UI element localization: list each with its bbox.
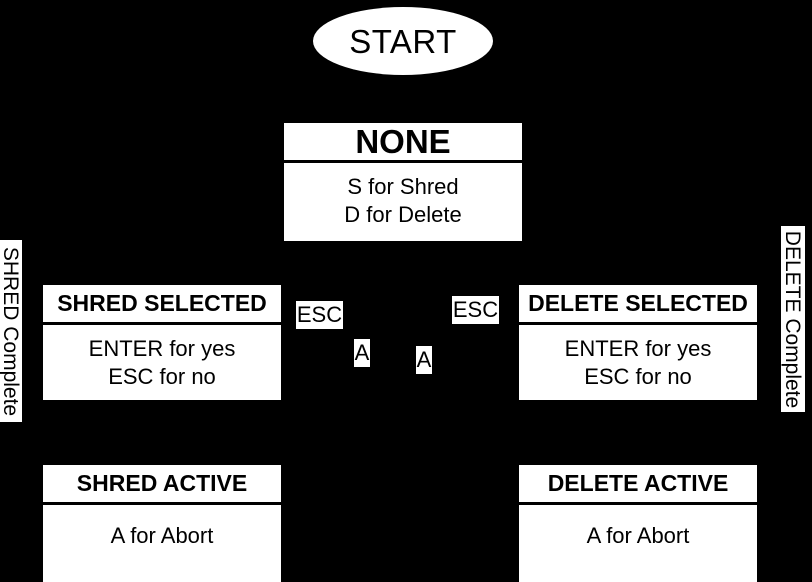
- state-node-none-header: NONE: [284, 123, 522, 163]
- state-node-none-title: NONE: [355, 123, 451, 160]
- state-node-shred-active-body: A for Abort: [43, 505, 281, 582]
- edge-label-abort-left: A: [354, 339, 370, 367]
- state-node-delete-active-body: A for Abort: [519, 505, 757, 582]
- edge-label-shred-complete: SHRED Complete: [0, 240, 22, 422]
- state-node-none-body: S for Shred D for Delete: [284, 163, 522, 241]
- edge-label-abort-right: A: [416, 346, 432, 374]
- state-node-delete-active[interactable]: DELETE ACTIVE A for Abort: [519, 465, 757, 582]
- state-node-shred-active-title: SHRED ACTIVE: [76, 470, 248, 496]
- edge-label-esc-left: ESC: [296, 301, 343, 329]
- edge-label-esc-right: ESC: [452, 296, 499, 324]
- state-node-delete-active-header: DELETE ACTIVE: [519, 465, 757, 505]
- edge-label-esc-left-text: ESC: [296, 302, 343, 328]
- state-node-shred-selected-body: ENTER for yes ESC for no: [43, 325, 281, 400]
- state-node-delete-selected-line-1: ENTER for yes: [564, 336, 712, 361]
- state-node-start[interactable]: START: [313, 7, 493, 75]
- state-node-shred-selected-line-1: ENTER for yes: [88, 336, 236, 361]
- state-node-delete-selected-header: DELETE SELECTED: [519, 285, 757, 325]
- state-node-none[interactable]: NONE S for Shred D for Delete: [284, 123, 522, 241]
- state-node-none-line-1: S for Shred: [347, 174, 459, 199]
- state-node-start-label: START: [349, 22, 457, 60]
- edge-label-delete-complete-text: DELETE Complete: [781, 230, 805, 408]
- edge-label-esc-right-text: ESC: [452, 297, 499, 323]
- edge-label-delete-complete: DELETE Complete: [781, 226, 805, 412]
- state-node-none-line-2: D for Delete: [344, 202, 462, 227]
- state-node-delete-active-title: DELETE ACTIVE: [547, 470, 729, 496]
- edge-label-abort-left-text: A: [354, 340, 370, 366]
- state-node-delete-selected[interactable]: DELETE SELECTED ENTER for yes ESC for no: [519, 285, 757, 400]
- state-node-delete-active-line-1: A for Abort: [586, 523, 690, 548]
- state-node-shred-selected-line-2: ESC for no: [108, 364, 216, 389]
- state-node-delete-selected-body: ENTER for yes ESC for no: [519, 325, 757, 400]
- state-node-shred-selected-header: SHRED SELECTED: [43, 285, 281, 325]
- state-node-shred-active[interactable]: SHRED ACTIVE A for Abort: [43, 465, 281, 582]
- edge-label-shred-complete-text: SHRED Complete: [0, 246, 22, 416]
- state-node-shred-selected[interactable]: SHRED SELECTED ENTER for yes ESC for no: [43, 285, 281, 400]
- edge-label-abort-right-text: A: [416, 347, 432, 373]
- state-node-delete-selected-line-2: ESC for no: [584, 364, 692, 389]
- state-node-delete-selected-title: DELETE SELECTED: [528, 290, 748, 316]
- state-node-shred-active-header: SHRED ACTIVE: [43, 465, 281, 505]
- state-node-shred-selected-title: SHRED SELECTED: [57, 290, 267, 316]
- state-node-shred-active-line-1: A for Abort: [110, 523, 214, 548]
